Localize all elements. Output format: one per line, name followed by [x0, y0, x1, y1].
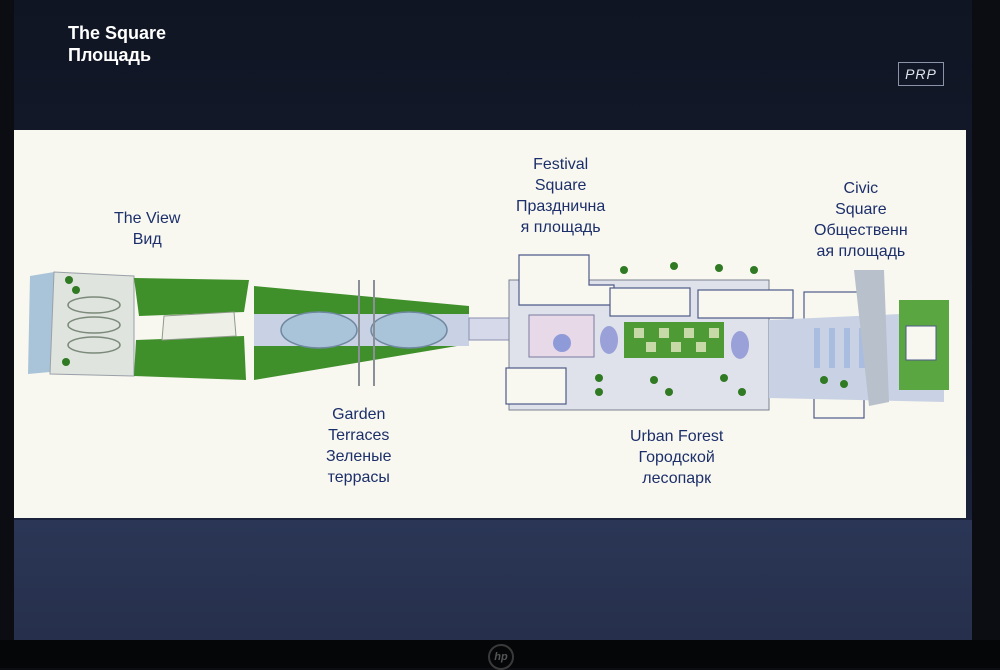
terrace-greenery-top: [254, 286, 469, 316]
civic-stripes: [814, 328, 865, 368]
urban-forest-cells: [634, 328, 719, 352]
garden-pool-2: [370, 311, 448, 349]
tree-dots: [62, 262, 848, 396]
label-the-view: The View Вид: [114, 210, 181, 248]
bridge: [468, 317, 510, 341]
slide-footer-band: [14, 520, 972, 640]
slide-title: The Square Площадь: [68, 22, 166, 66]
civic-building: [905, 325, 937, 361]
urban-forest-grid: [624, 322, 724, 358]
water-edge: [28, 272, 54, 374]
view-greenery-top: [134, 278, 249, 316]
civic-road: [854, 270, 889, 406]
festival-fountain: [553, 334, 571, 352]
label-festival-square: Festival Square Праздничнa я площадь: [516, 156, 606, 236]
block-1: [609, 287, 691, 317]
block-2: [697, 289, 794, 319]
prp-logo: PRP: [898, 62, 944, 86]
garden-pool-1: [280, 311, 358, 349]
block-4: [505, 367, 567, 405]
hp-logo: hp: [488, 644, 514, 670]
view-amphitheatre: [161, 311, 237, 341]
label-garden-terraces: Garden Terraces Зеленые террасы: [326, 406, 392, 486]
view-greenery-bottom: [134, 336, 246, 380]
view-pattern: [67, 296, 121, 354]
label-urban-forest: Urban Forest Городской лесопарк: [630, 428, 724, 487]
festival-building: [518, 254, 615, 306]
slide-title-en: The Square: [68, 23, 167, 43]
label-civic-square: Civic Square Общественн ая площадь: [814, 180, 908, 260]
site-plan-panel: The View Вид Garden Terraces Зеленые тер…: [14, 130, 966, 518]
slide-title-ru: Площадь: [68, 45, 152, 65]
festival-oval-2: [731, 331, 749, 359]
site-plan-drawing: [28, 254, 949, 419]
festival-oval-1: [600, 326, 618, 354]
